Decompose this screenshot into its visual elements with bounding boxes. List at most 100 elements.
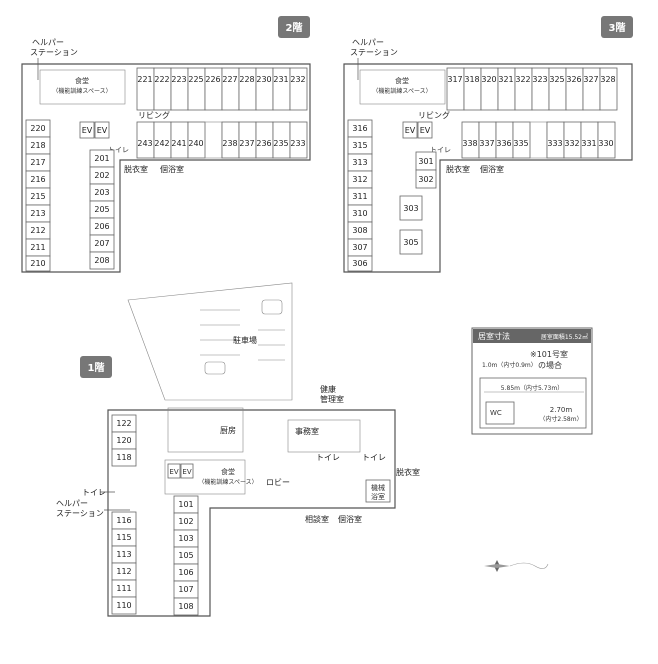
room-label: 326 bbox=[566, 75, 581, 84]
floor-1-left-rooms: 122 120 118 116 115 113 112 111 110 bbox=[111, 414, 137, 615]
floor-2-badge bbox=[278, 16, 310, 38]
room-label: 337 bbox=[479, 139, 494, 148]
room-label: 231 bbox=[273, 75, 288, 84]
room-label: 103 bbox=[178, 534, 193, 543]
floor-1-machine-label-2: 浴室 bbox=[371, 492, 385, 501]
room-label: 201 bbox=[94, 154, 109, 163]
room-label: 208 bbox=[94, 256, 109, 265]
room-label: 306 bbox=[352, 259, 367, 268]
floor-3-mid-rooms: 338 337 336 335 333 332 331 330 bbox=[461, 121, 616, 159]
floor-1-dining-label-2: （機能訓練スペース） bbox=[198, 478, 257, 486]
legend-wc-label: WC bbox=[490, 409, 502, 417]
floor-1-badge-text: 1階 bbox=[88, 361, 105, 374]
floor-1-helper-leader bbox=[100, 491, 130, 511]
room-118 bbox=[111, 448, 137, 467]
floor-2-plan: 2階 ヘルパー ステーション 食堂 （機能訓練スペース） 221 222 223… bbox=[21, 16, 311, 273]
floor-1-bath-label: 個浴室 bbox=[338, 514, 362, 524]
floor-3-badge-text: 3階 bbox=[609, 21, 626, 34]
room-label: 333 bbox=[547, 139, 562, 148]
room-label: 221 bbox=[137, 75, 152, 84]
floor-2-living-label: リビング bbox=[138, 110, 170, 120]
room-label: 322 bbox=[515, 75, 530, 84]
room-label: 217 bbox=[30, 158, 45, 167]
floor-3-outline bbox=[343, 63, 633, 273]
legend-title: 居室寸法 bbox=[478, 331, 510, 341]
ev-label: EV bbox=[420, 126, 431, 135]
room-328 bbox=[599, 67, 618, 111]
room-label: 242 bbox=[154, 139, 169, 148]
floor-2-dressing-label: 脱衣室 bbox=[124, 164, 148, 174]
parking-lines bbox=[200, 309, 285, 361]
floor-1-health-label-1: 健康 bbox=[320, 384, 336, 394]
room-label: 336 bbox=[496, 139, 511, 148]
room-label: 315 bbox=[352, 141, 367, 150]
room-label: 320 bbox=[481, 75, 496, 84]
legend-note-1: ※101号室 bbox=[530, 349, 568, 359]
room-label: 105 bbox=[178, 551, 193, 560]
legend-dim-top: 1.0m（内寸0.9m） bbox=[482, 361, 537, 369]
room-label: 335 bbox=[513, 139, 528, 148]
floor-2-dining-label-2: （機能訓練スペース） bbox=[52, 87, 111, 95]
room-label: 321 bbox=[498, 75, 513, 84]
room-label: 317 bbox=[447, 75, 462, 84]
floor-1-outline bbox=[107, 409, 396, 617]
legend-dim-depth-2: （内寸2.58m） bbox=[539, 415, 582, 423]
room-label: 108 bbox=[178, 602, 193, 611]
room-label: 112 bbox=[116, 567, 131, 576]
floor-1-kitchen-label: 厨房 bbox=[220, 425, 236, 435]
room-label: 215 bbox=[30, 192, 45, 201]
room-label: 325 bbox=[549, 75, 564, 84]
legend-note-2: の場合 bbox=[538, 360, 562, 370]
room-label: 223 bbox=[171, 75, 186, 84]
floor-2-outline bbox=[21, 63, 311, 273]
room-label: 202 bbox=[94, 171, 109, 180]
floor-2-right-rooms: 201 202 203 205 206 207 208 bbox=[89, 149, 115, 270]
room-label: 310 bbox=[352, 209, 367, 218]
floor-2-helper-label-2: ステーション bbox=[30, 48, 78, 57]
room-label: 240 bbox=[188, 139, 203, 148]
parking-outline bbox=[127, 282, 293, 401]
floor-1-toilet-label-2: トイレ bbox=[362, 453, 386, 462]
room-label: 312 bbox=[352, 175, 367, 184]
floor-1-dining-label-1: 食堂 bbox=[221, 467, 235, 476]
room-label: 301 bbox=[418, 157, 433, 166]
room-label: 332 bbox=[564, 139, 579, 148]
floor-2-badge-text: 2階 bbox=[286, 21, 303, 34]
room-label: 318 bbox=[464, 75, 479, 84]
ev-label: EV bbox=[405, 126, 416, 135]
floor-3-dining-label-2: （機能訓練スペース） bbox=[372, 87, 431, 95]
parking-area: 駐車場 bbox=[127, 282, 293, 401]
legend-header bbox=[473, 329, 591, 343]
room-label: 235 bbox=[273, 139, 288, 148]
room-size-legend: 居室寸法 居室面積15.52㎡ ※101号室 の場合 1.0m（内寸0.9m） … bbox=[471, 327, 593, 435]
room-label: 313 bbox=[352, 158, 367, 167]
legend-area: 居室面積15.52㎡ bbox=[541, 333, 588, 341]
room-label: 227 bbox=[222, 75, 237, 84]
floor-3-toilet-label: トイレ bbox=[430, 146, 451, 154]
floor-2-bath-label: 個浴室 bbox=[160, 164, 184, 174]
room-305 bbox=[399, 229, 423, 255]
room-label: 338 bbox=[462, 139, 477, 148]
room-label: 328 bbox=[600, 75, 615, 84]
floor-1-badge bbox=[80, 356, 112, 378]
floor-2-dining bbox=[39, 69, 126, 105]
legend-frame bbox=[471, 327, 593, 435]
floor-2-ev-1 bbox=[79, 121, 95, 139]
room-label: 203 bbox=[94, 188, 109, 197]
room-label: 102 bbox=[178, 517, 193, 526]
room-label: 327 bbox=[583, 75, 598, 84]
room-label: 236 bbox=[256, 139, 271, 148]
floor-3-top-rooms: 317 318 320 321 322 323 325 326 327 328 bbox=[446, 67, 618, 111]
room-label: 222 bbox=[154, 75, 169, 84]
room-232 bbox=[289, 67, 308, 111]
room-label: 120 bbox=[116, 436, 131, 445]
room-label: 116 bbox=[116, 516, 131, 525]
floor-3-living-label: リビング bbox=[418, 110, 450, 120]
floor-3-bath-label: 個浴室 bbox=[480, 164, 504, 174]
ev-label: EV bbox=[97, 126, 108, 135]
floor-3-plan: 3階 ヘルパー ステーション 食堂 （機能訓練スペース） 317 318 320… bbox=[343, 16, 633, 273]
room-label: 107 bbox=[178, 585, 193, 594]
floor-2-mid-rooms: 243 242 241 240 238 237 236 235 233 bbox=[136, 121, 308, 159]
floor-1-dining bbox=[164, 459, 246, 495]
